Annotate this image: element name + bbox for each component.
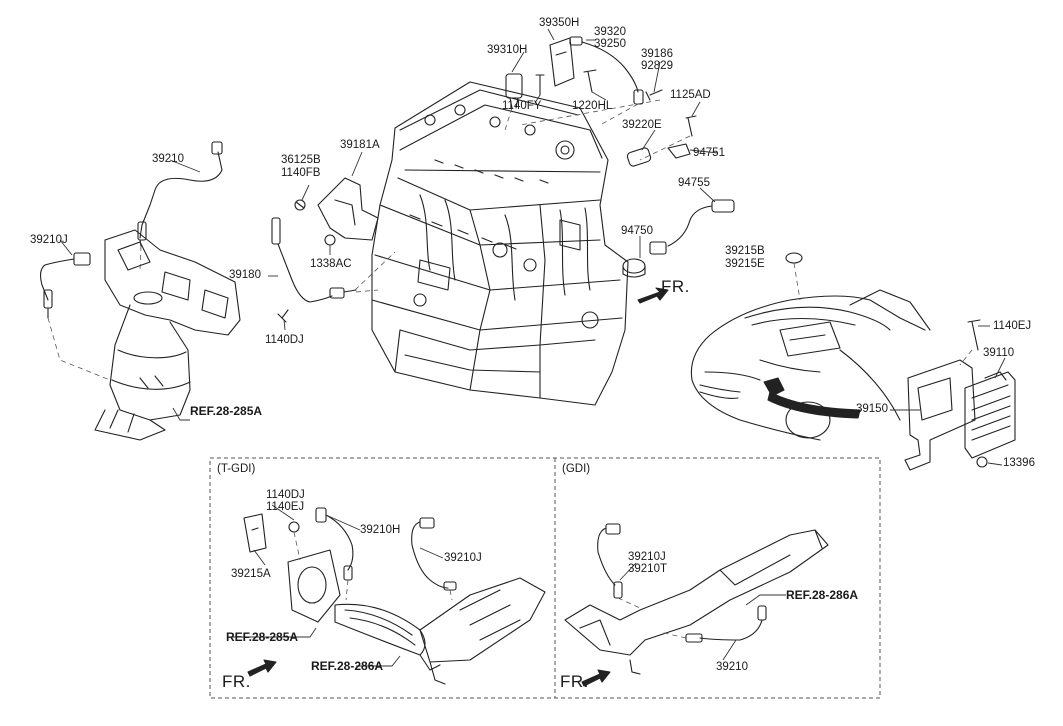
harness-94755-drawing [649, 199, 735, 255]
tgdi-bracket-39215A-drawing [243, 513, 267, 553]
part-label-13396: 13396 [1003, 457, 1035, 469]
part-label-39350H: 39350H [539, 17, 580, 29]
bolt-1140FB-mark [295, 201, 305, 209]
part-label-39310H: 39310H [487, 44, 528, 56]
connector-94751-drawing [667, 143, 691, 159]
bolt-1220HL-drawing [583, 69, 597, 93]
nut-1338AC-drawing [324, 234, 336, 246]
exhaust-manifold-drawing [94, 229, 241, 441]
part-label-39210T-gdi: 39210T [628, 563, 668, 575]
part-label-39210J: 39210J [30, 234, 68, 246]
part-label-94750: 94750 [621, 225, 653, 237]
sensor-39220E-drawing [626, 147, 652, 167]
gdi-exhaust-drawing [564, 529, 829, 675]
part-label-39181A: 39181A [340, 139, 380, 151]
section-label-tgdi: (T-GDI) [217, 463, 256, 475]
bolt-1140FY-drawing [535, 74, 545, 96]
part-label-39215E: 39215E [725, 258, 765, 270]
ref-label-28-286A-tgdi: REF.28-286A [311, 659, 384, 673]
part-label-1338AC: 1338AC [310, 258, 352, 270]
part-label-1140DJ: 1140DJ [265, 334, 304, 346]
section-frames [209, 457, 881, 699]
engine-block-drawing [371, 81, 629, 406]
fr-arrow-top-drawing [637, 287, 669, 304]
gdi-sensor-39210J-drawing [597, 523, 623, 599]
part-label-94751: 94751 [693, 147, 725, 159]
part-label-39320: 39320 [594, 26, 626, 38]
part-label-39210: 39210 [152, 153, 184, 165]
part-label-92829: 92829 [641, 60, 673, 72]
tgdi-exhaust-drawing [287, 549, 546, 685]
ref-label-28-286A-gdi: REF.28-286A [786, 588, 859, 602]
o2-sensor-39210-drawing [137, 141, 223, 247]
car-drawing [690, 289, 931, 441]
tgdi-bolt-drawing [288, 521, 300, 533]
fr-arrow-tgdi-drawing [247, 659, 277, 677]
bolt-1140EJ-drawing [967, 319, 981, 351]
dashed-guides [47, 99, 973, 639]
part-label-36125B: 36125B [281, 154, 321, 166]
fr-label-top: FR. [661, 277, 690, 296]
part-label-39180: 39180 [229, 269, 261, 281]
ref-label-28-285A-top: REF.28-285A [190, 404, 263, 418]
o2-sensor-39210J-drawing [39, 252, 91, 319]
part-label-39220E: 39220E [622, 119, 662, 131]
part-label-39210J-gdi: 39210J [628, 551, 666, 563]
part-label-1140FB: 1140FB [281, 167, 321, 179]
sensor-harness-39180-drawing [271, 217, 357, 303]
bracket-39350H-drawing [549, 37, 575, 87]
knock-sensor-94750-drawing [622, 258, 646, 278]
part-label-1125AD: 1125AD [670, 89, 711, 101]
part-label-39110: 39110 [983, 347, 1015, 359]
part-label-39215B: 39215B [725, 245, 765, 257]
heat-shield-drawing [317, 177, 379, 241]
bolt-39186-drawing [645, 89, 663, 101]
gdi-sensor-39210-drawing [685, 605, 767, 643]
part-label-1140FY: 1140FY [502, 100, 542, 112]
part-label-39250: 39250 [594, 38, 626, 50]
ecu-leader-drawing [767, 391, 861, 419]
part-label-39215A-tgdi: 39215A [231, 568, 271, 580]
section-label-gdi: (GDI) [562, 463, 591, 475]
part-label-39210J-tgdi: 39210J [444, 552, 482, 564]
plug-39215B-drawing [785, 252, 803, 264]
part-label-94755: 94755 [678, 177, 710, 189]
part-label-39150: 39150 [856, 403, 888, 415]
ecu-bracket-39150-drawing [904, 359, 976, 471]
cam-sensor-39310H-drawing [505, 73, 523, 109]
part-label-39210H-tgdi: 39210H [360, 524, 401, 536]
leader-lines [59, 28, 1006, 667]
bolt-1140FB-drawing [294, 199, 306, 211]
part-label-1220HL: 1220HL [572, 100, 613, 112]
part-label-39210-gdi: 39210 [716, 661, 748, 673]
fr-label-tgdi: FR. [222, 672, 251, 691]
ecu-location-mark [763, 377, 785, 397]
part-label-39186: 39186 [641, 48, 673, 60]
ref-label-28-285A-tgdi: REF.28-285A [226, 630, 299, 644]
ecu-39110-drawing [964, 371, 1016, 459]
part-label-1140EJ: 1140EJ [993, 320, 1032, 332]
bolt-1140DJ-drawing [277, 309, 289, 323]
bolt-1125AD-drawing [685, 115, 697, 137]
part-label-1140DJ-tgdi: 1140DJ [266, 489, 305, 501]
fr-arrow-gdi-drawing [581, 669, 611, 687]
fr-label-gdi: FR. [560, 672, 589, 691]
part-label-1140EJ-tgdi: 1140EJ [266, 501, 305, 513]
nut-13396-drawing [976, 456, 988, 468]
